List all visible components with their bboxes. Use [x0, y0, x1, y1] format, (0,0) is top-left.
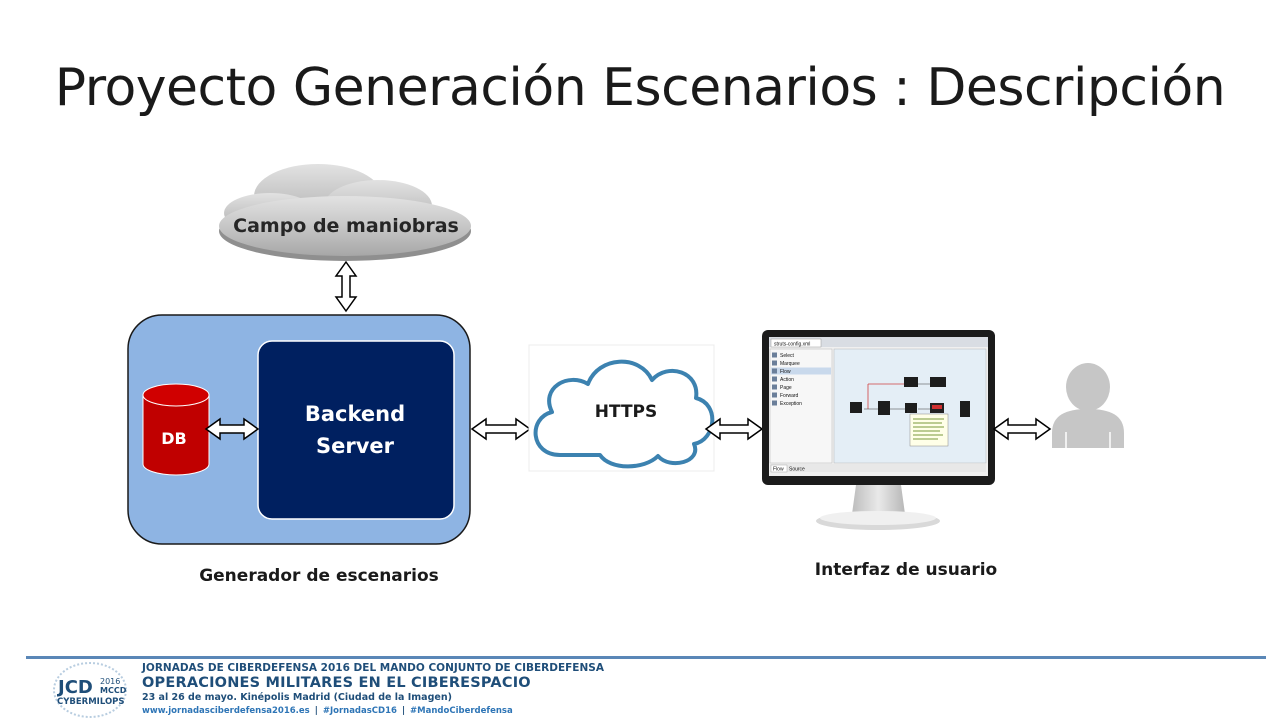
logo-mccd: MCCD [100, 686, 127, 695]
screen-palette-item-icon [772, 401, 777, 406]
footer-line3: 23 al 26 de mayo. Kinépolis Madrid (Ciud… [142, 692, 604, 704]
arrow-generator-to-https [472, 419, 530, 439]
screen-palette-item[interactable]: Forward [780, 393, 799, 399]
footer-url[interactable]: www.jornadasciberdefensa2016.es [142, 706, 310, 716]
screen-tab-flow: Flow [773, 467, 784, 473]
screen-tab-source: Source [789, 467, 805, 473]
ui-caption: Interfaz de usuario [815, 560, 997, 580]
maneuver-field-label: Campo de maniobras [233, 215, 459, 237]
screen-palette-item-icon [772, 385, 777, 390]
footer-hashtag2[interactable]: #MandoCiberdefensa [410, 706, 513, 716]
screen-palette-item[interactable]: Page [780, 385, 792, 391]
screen-palette-item-icon [772, 377, 777, 382]
logo-cybermilops: CYBERMILOPS [57, 697, 125, 707]
screen-palette-item[interactable]: Select [780, 353, 795, 359]
backend-server-box: Backend Server [258, 341, 454, 519]
screen-palette-item-icon [772, 369, 777, 374]
screen-palette-item-icon [772, 353, 777, 358]
screen-palette-item[interactable]: Action [780, 377, 794, 383]
footer-links: www.jornadasciberdefensa2016.es|#Jornada… [142, 704, 604, 718]
logo-jcd: JCD [56, 677, 93, 698]
jcd-logo: JCD 2016 MCCD CYBERMILOPS [52, 662, 134, 718]
backend-server-label-line2: Server [316, 434, 395, 458]
arrow-ui-to-user [994, 419, 1050, 439]
generator-caption: Generador de escenarios [199, 566, 439, 586]
footer-line1: JORNADAS DE CIBERDEFENSA 2016 DEL MANDO … [142, 662, 604, 675]
https-label: HTTPS [595, 402, 658, 422]
screen-palette-item-icon [772, 393, 777, 398]
maneuver-field-cloud: Campo de maniobras [219, 164, 471, 261]
backend-server-label-line1: Backend [305, 402, 405, 426]
screen-palette-item[interactable]: Flow [780, 369, 791, 375]
database-label: DB [161, 429, 186, 448]
monitor-icon: struts-config.xml SelectMarqueeFlowActio… [762, 330, 995, 530]
screen-palette-item-icon [772, 361, 777, 366]
footer-text: JORNADAS DE CIBERDEFENSA 2016 DEL MANDO … [142, 662, 604, 718]
footer-line2: OPERACIONES MILITARES EN EL CIBERESPACIO [142, 675, 604, 692]
footer-divider [26, 656, 1266, 659]
database-cylinder: DB [143, 384, 209, 475]
arrow-cloud-to-generator [336, 262, 356, 311]
https-cloud: HTTPS [529, 345, 714, 471]
footer-hashtag1[interactable]: #JornadasCD16 [323, 706, 397, 716]
screen-palette-item[interactable]: Marquee [780, 361, 800, 367]
screen-tab-title: struts-config.xml [774, 342, 810, 348]
user-icon [1052, 363, 1124, 448]
screen-palette-item[interactable]: Exception [780, 401, 802, 407]
logo-year: 2016 [100, 677, 120, 686]
